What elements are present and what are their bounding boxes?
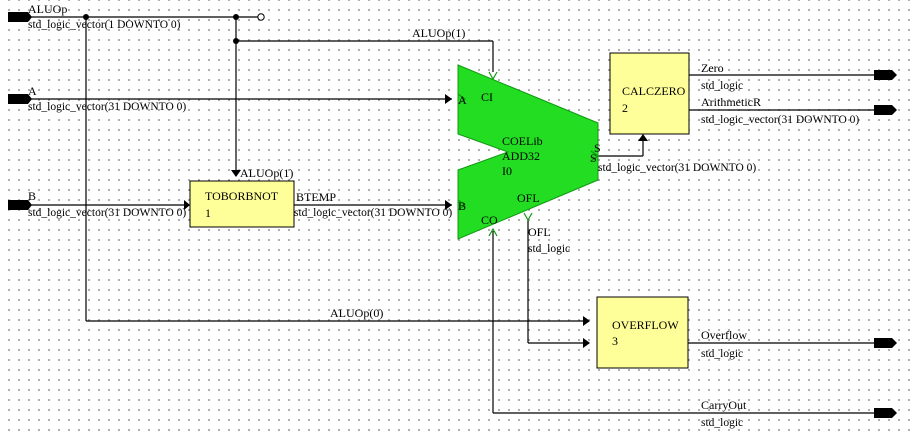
toborbnot-aluop1-arrow xyxy=(231,170,241,177)
adder-a-port-arrow xyxy=(457,93,467,105)
a-input-port[interactable] xyxy=(8,94,32,104)
adder-a-port-label: A xyxy=(458,93,467,107)
adder-b-port-arrow xyxy=(457,199,467,211)
overflow-block[interactable] xyxy=(596,296,689,369)
adder-s-port-label-2: S xyxy=(590,151,597,165)
aluop-open-end[interactable] xyxy=(257,13,265,21)
arithmeticr-output-port[interactable] xyxy=(874,105,897,115)
adder-ci-port-label: CI xyxy=(481,90,493,104)
zero-output-port[interactable] xyxy=(874,70,897,80)
ofl-net-label: OFL xyxy=(528,225,551,239)
wires xyxy=(18,16,874,414)
calczero-input-arrow xyxy=(638,134,648,141)
arithmeticr-output-label: ArithmeticR xyxy=(701,95,761,109)
adder-b-port-label: B xyxy=(458,199,466,213)
carryout-output-port[interactable] xyxy=(874,408,897,418)
add32-adder-block[interactable] xyxy=(457,64,599,240)
adder-a-arrow xyxy=(445,94,452,104)
sum-net-type: std_logic_vector(31 DOWNTO 0) xyxy=(598,162,756,174)
calczero-name: CALCZERO xyxy=(622,84,686,98)
carryout-output-label: CarryOut xyxy=(701,398,747,412)
a-input-label: A xyxy=(28,84,37,98)
aluop1-net-label: ALUOp(1) xyxy=(412,26,465,40)
ofl-net-type: std_logic xyxy=(528,243,570,255)
overflow-block-name: OVERFLOW xyxy=(612,318,679,332)
overflow-output-port[interactable] xyxy=(874,338,897,348)
btemp-net-label: BTEMP xyxy=(296,190,336,204)
adder-co-port-arrow xyxy=(488,227,498,237)
zero-output-label: Zero xyxy=(701,61,724,75)
overflow-ofl-arrow xyxy=(583,338,590,348)
toborbnot-index: 1 xyxy=(205,206,211,220)
aluop1-junction xyxy=(233,38,239,44)
overflow-aluop0-arrow xyxy=(583,316,590,326)
b-input-label: B xyxy=(28,189,36,203)
toborbnot-b-arrow xyxy=(184,200,190,210)
adder-cell-label: ADD32 xyxy=(502,149,540,163)
aluop-junction-2 xyxy=(233,14,239,20)
aluop-input-port[interactable] xyxy=(8,12,32,22)
carryout-output-type: std_logic xyxy=(701,417,743,429)
zero-output-type: std_logic xyxy=(701,80,743,92)
aluop-input-type: std_logic_vector(1 DOWNTO 0) xyxy=(28,19,181,31)
adder-lib-label: COELib xyxy=(502,134,543,148)
b-input-port[interactable] xyxy=(8,200,32,210)
adder-s-port-arrow xyxy=(590,150,600,162)
calczero-index: 2 xyxy=(622,101,628,115)
aluop-input-label: ALUOp xyxy=(28,2,67,16)
aluop0-net-label: ALUOp(0) xyxy=(330,306,383,320)
b-input-type: std_logic_vector(31 DOWNTO 0) xyxy=(28,207,186,219)
adder-s-port-label: S xyxy=(594,141,601,155)
aluop-junction-1 xyxy=(83,14,89,20)
overflow-output-type: std_logic xyxy=(701,348,743,360)
adder-instance-label: I0 xyxy=(502,164,512,178)
toborbnot-name: TOBORBNOT xyxy=(205,189,279,203)
overflow-output-label: Overflow xyxy=(701,328,747,342)
adder-b-arrow xyxy=(445,200,452,210)
adder-ci-port-arrow xyxy=(488,71,498,81)
toborbnot-block[interactable] xyxy=(189,180,295,228)
overflow-block-index: 3 xyxy=(612,334,618,348)
calczero-block[interactable] xyxy=(609,52,690,135)
adder-co-port-label: CO xyxy=(481,213,498,227)
adder-ofl-port-label: OFL xyxy=(517,191,540,205)
arithmeticr-output-type: std_logic_vector(31 DOWNTO 0) xyxy=(701,114,859,126)
adder-ofl-port-arrow xyxy=(523,212,533,222)
btemp-net-type: std_logic_vector(31 DOWNTO 0) xyxy=(294,207,452,219)
a-input-type: std_logic_vector(31 DOWNTO 0) xyxy=(28,101,186,113)
aluop1-toborbnot-label: ALUOp(1) xyxy=(240,166,293,180)
arrowheads xyxy=(184,71,648,348)
